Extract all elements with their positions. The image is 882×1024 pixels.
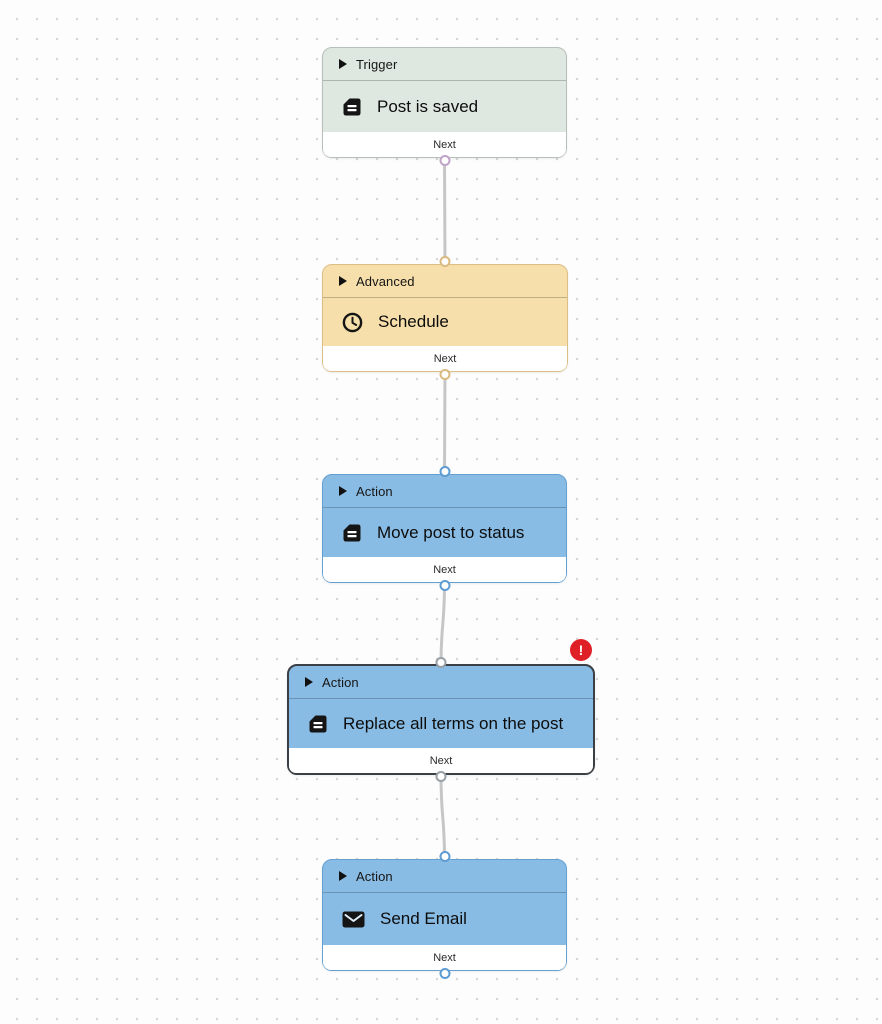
node-header[interactable]: Trigger (323, 48, 566, 81)
node-category-label: Advanced (356, 273, 415, 289)
collapse-triangle-icon[interactable] (339, 486, 347, 496)
node-body[interactable]: Replace all terms on the post (289, 699, 593, 748)
node-body[interactable]: Send Email (323, 893, 566, 945)
node-action-replace-all-terms[interactable]: ! Action Replace all terms on the post N… (287, 639, 595, 782)
connection-advanced-to-action1 (443, 370, 447, 476)
next-branch-label[interactable]: Next (323, 945, 566, 970)
node-action-send-email[interactable]: Action Send Email Next (322, 851, 567, 979)
input-port[interactable] (435, 657, 447, 668)
node-header[interactable]: Action (323, 475, 566, 508)
input-port[interactable] (439, 851, 450, 862)
clock-icon (342, 312, 363, 333)
next-branch-label[interactable]: Next (323, 346, 567, 371)
next-branch-label[interactable]: Next (323, 132, 566, 157)
document-icon (308, 714, 328, 734)
collapse-triangle-icon[interactable] (339, 59, 347, 69)
next-branch-label[interactable]: Next (323, 557, 566, 582)
connection-action2-to-action3 (439, 773, 446, 861)
document-icon (342, 523, 362, 543)
output-port[interactable] (439, 968, 450, 979)
connection-action1-to-action2 (439, 581, 446, 666)
collapse-triangle-icon[interactable] (339, 871, 347, 881)
node-title-label: Schedule (378, 312, 449, 331)
node-header[interactable]: Advanced (323, 265, 567, 298)
node-trigger-post-is-saved[interactable]: Trigger Post is saved Next (322, 47, 567, 166)
node-title-label: Post is saved (377, 96, 479, 116)
node-advanced-schedule[interactable]: Advanced Schedule Next (322, 256, 568, 380)
node-category-label: Action (356, 868, 393, 884)
output-port[interactable] (439, 155, 450, 166)
next-branch-label[interactable]: Next (289, 748, 593, 773)
node-body[interactable]: Move post to status (323, 508, 566, 557)
output-port[interactable] (439, 580, 450, 591)
node-title-label: Move post to status (377, 522, 525, 542)
node-category-label: Trigger (356, 56, 398, 72)
collapse-triangle-icon[interactable] (339, 276, 347, 286)
node-body[interactable]: Post is saved (323, 81, 566, 132)
node-category-label: Action (322, 674, 359, 690)
node-body[interactable]: Schedule (323, 298, 567, 346)
node-title-label: Replace all terms on the post (343, 713, 564, 733)
output-port[interactable] (439, 369, 451, 380)
connection-trigger-to-advanced (443, 156, 447, 266)
node-header[interactable]: Action (289, 666, 593, 699)
node-header[interactable]: Action (323, 860, 566, 893)
input-port[interactable] (439, 466, 450, 477)
error-badge-icon[interactable]: ! (570, 639, 592, 661)
collapse-triangle-icon[interactable] (305, 677, 313, 687)
output-port[interactable] (435, 771, 447, 782)
node-title-label: Send Email (380, 909, 467, 928)
node-category-label: Action (356, 483, 393, 499)
input-port[interactable] (439, 256, 451, 267)
node-action-move-post-to-status[interactable]: Action Move post to status Next (322, 466, 567, 591)
document-icon (342, 97, 362, 117)
envelope-icon (342, 911, 365, 928)
